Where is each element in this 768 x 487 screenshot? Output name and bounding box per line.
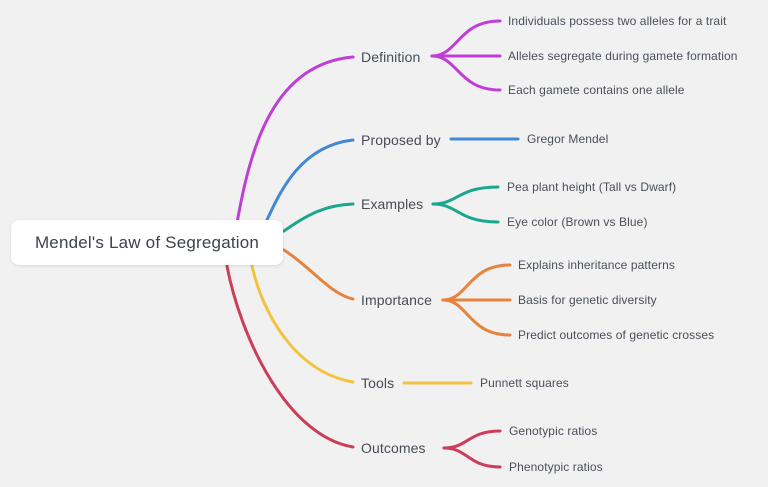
outcomes-leaf-curve-2 xyxy=(442,446,502,469)
examples-leaf-curve-1 xyxy=(431,185,500,206)
outcomes-leaf-curve-1 xyxy=(442,429,502,450)
leaf-outcomes-2[interactable]: Phenotypic ratios xyxy=(509,460,603,474)
definition-leaf-curve-1 xyxy=(430,19,502,58)
branch-definition[interactable]: Definition xyxy=(361,49,421,65)
leaf-definition-3[interactable]: Each gamete contains one allele xyxy=(508,83,685,97)
branch-proposed-by[interactable]: Proposed by xyxy=(361,132,441,148)
definition-leaf-curve-3 xyxy=(430,54,502,92)
root-node[interactable]: Mendel's Law of Segregation xyxy=(11,220,283,265)
leaf-outcomes-1[interactable]: Genotypic ratios xyxy=(509,424,598,438)
leaf-importance-3[interactable]: Predict outcomes of genetic crosses xyxy=(518,328,715,342)
leaf-importance-2[interactable]: Basis for genetic diversity xyxy=(518,293,657,307)
proposed-by-branch-curve xyxy=(264,138,355,224)
leaf-definition-2[interactable]: Alleles segregate during gamete formatio… xyxy=(508,49,738,63)
branch-outcomes[interactable]: Outcomes xyxy=(361,440,426,456)
leaf-proposed-by-1[interactable]: Gregor Mendel xyxy=(527,132,609,146)
examples-branch-curve xyxy=(282,202,355,233)
leaf-examples-2[interactable]: Eye color (Brown vs Blue) xyxy=(507,215,648,229)
branch-examples[interactable]: Examples xyxy=(361,196,424,212)
examples-leaf-curve-2 xyxy=(431,202,500,224)
outcomes-branch-curve xyxy=(225,264,355,449)
branch-importance[interactable]: Importance xyxy=(361,292,433,308)
branch-tools[interactable]: Tools xyxy=(361,375,395,391)
tools-branch-curve xyxy=(250,264,355,384)
importance-leaf-curve-1 xyxy=(441,263,512,302)
leaf-examples-1[interactable]: Pea plant height (Tall vs Dwarf) xyxy=(507,180,677,194)
importance-branch-curve xyxy=(282,248,355,301)
leaf-definition-1[interactable]: Individuals possess two alleles for a tr… xyxy=(508,14,727,28)
importance-leaf-curve-3 xyxy=(441,298,512,337)
leaf-importance-1[interactable]: Explains inheritance patterns xyxy=(518,258,675,272)
leaf-tools-1[interactable]: Punnett squares xyxy=(480,376,569,390)
definition-branch-curve xyxy=(235,55,355,225)
